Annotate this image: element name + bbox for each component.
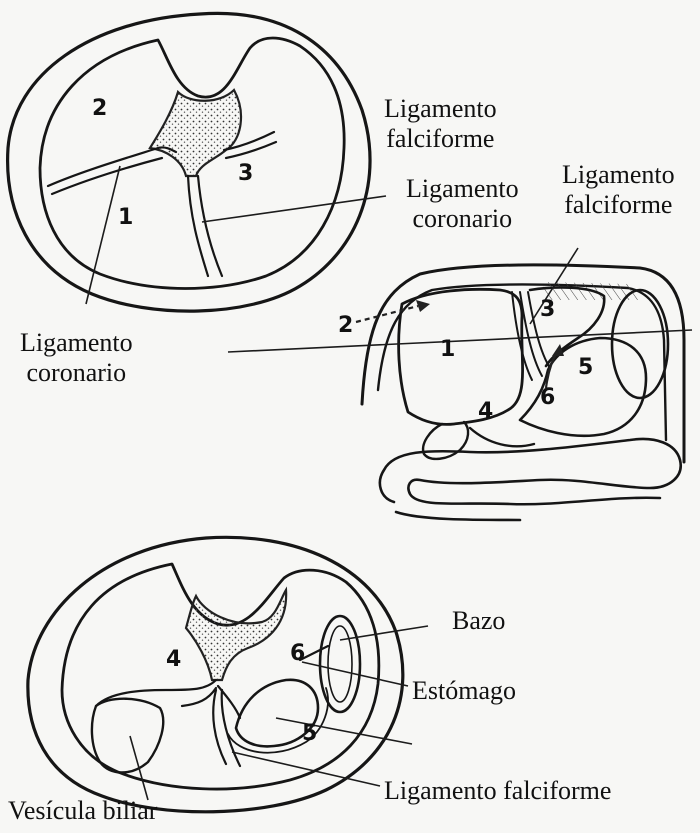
- middle-stomach: [520, 338, 646, 436]
- middle-liver: [399, 289, 523, 424]
- label-bottom-falciform: Ligamento falciforme: [384, 776, 611, 806]
- label-left-coronary: Ligamento coronario: [20, 328, 133, 388]
- top-left-ligament: [48, 147, 176, 194]
- bottom-septum-stippled: [186, 590, 286, 680]
- top-vertical-ligament: [188, 176, 222, 276]
- top-number-3: 3: [238, 161, 253, 186]
- top-number-2: 2: [92, 96, 107, 121]
- middle-arrow-2-head: [416, 300, 430, 312]
- bottom-gallbladder: [92, 699, 163, 773]
- gallbladder-leader: [130, 736, 148, 800]
- bottom-number-4: 4: [166, 647, 181, 672]
- label-top-coronary-text: Ligamento coronario: [406, 174, 519, 234]
- middle-number-4: 4: [478, 399, 493, 424]
- label-right-falciform: Ligamento falciforme: [562, 160, 675, 220]
- left-coronary-leader: [86, 166, 120, 304]
- top-septum-stippled: [150, 90, 241, 176]
- bottom-cross-section: 6 4 5: [28, 537, 428, 811]
- top-cross-section: 2 3 1: [8, 13, 386, 311]
- middle-duodenum: [470, 428, 534, 446]
- label-top-falciform: Ligamento falciforme: [384, 94, 497, 154]
- middle-number-3: 3: [540, 297, 555, 322]
- middle-number-5: 5: [578, 355, 593, 380]
- label-spleen: Bazo: [452, 606, 505, 636]
- label-left-coronary-text: Ligamento coronario: [20, 328, 133, 388]
- middle-number-1: 1: [440, 337, 455, 362]
- bottom-number-6: 6: [290, 641, 305, 666]
- label-top-coronary: Ligamento coronario: [406, 174, 519, 234]
- label-top-falciform-text: Ligamento falciforme: [384, 94, 497, 154]
- stomach-leader: [302, 662, 408, 686]
- middle-number-6: 6: [540, 385, 555, 410]
- middle-intestines: [380, 439, 681, 520]
- middle-arrow-2: [356, 306, 418, 322]
- bottom-number-5: 5: [302, 721, 317, 746]
- middle-number-2: 2: [338, 313, 353, 338]
- bottom-spleen-inner: [328, 626, 352, 702]
- middle-gallbladder: [423, 422, 468, 459]
- top-number-1: 1: [118, 205, 133, 230]
- label-right-falciform-text: Ligamento falciforme: [562, 160, 675, 220]
- label-gallbladder: Vesícula biliar: [8, 796, 157, 826]
- middle-spleen: [612, 290, 668, 398]
- bottom-spleen: [320, 616, 360, 712]
- label-stomach: Estómago: [412, 676, 516, 706]
